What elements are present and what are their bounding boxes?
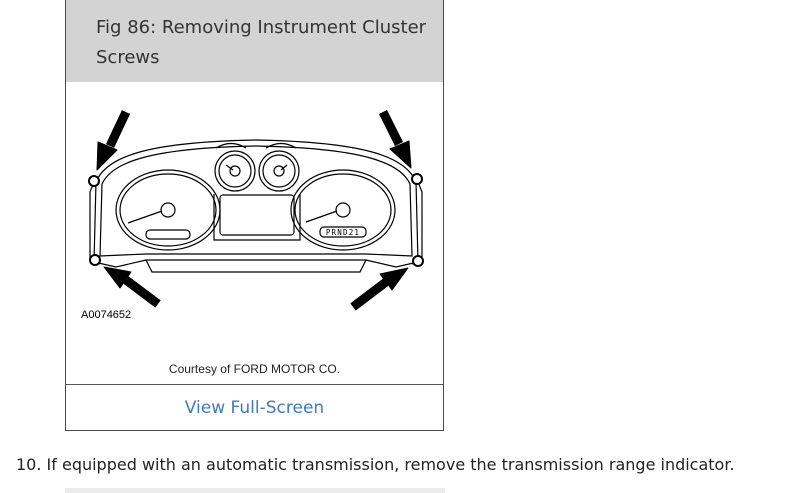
arrow-bottom-left-icon (103, 266, 161, 308)
figure-body: PRND21 (66, 82, 443, 385)
arrow-top-right-icon (378, 109, 412, 169)
instrument-cluster-diagram: PRND21 (88, 109, 424, 311)
figure-header: Fig 86: Removing Instrument Cluster Scre… (66, 0, 443, 82)
screw-bottom-right (412, 255, 424, 267)
figure-code: A0074652 (81, 309, 132, 321)
screw-top-right (411, 173, 423, 185)
instruction-step: 10. If equipped with an automatic transm… (16, 455, 735, 474)
figure-card: Fig 86: Removing Instrument Cluster Scre… (65, 0, 444, 431)
screw-top-left (88, 175, 100, 187)
arrow-bottom-right-icon (350, 267, 409, 311)
arrow-top-left-icon (96, 110, 131, 171)
gear-indicator-label: PRND21 (326, 228, 360, 237)
figure-title: Fig 86: Removing Instrument Cluster Scre… (96, 17, 427, 68)
figure-footer: View Full-Screen (66, 384, 443, 431)
view-full-screen-link[interactable]: View Full-Screen (184, 398, 325, 418)
figure-credit: Courtesy of FORD MOTOR CO. (168, 362, 341, 376)
divider (65, 488, 445, 493)
screw-bottom-left (89, 254, 101, 266)
